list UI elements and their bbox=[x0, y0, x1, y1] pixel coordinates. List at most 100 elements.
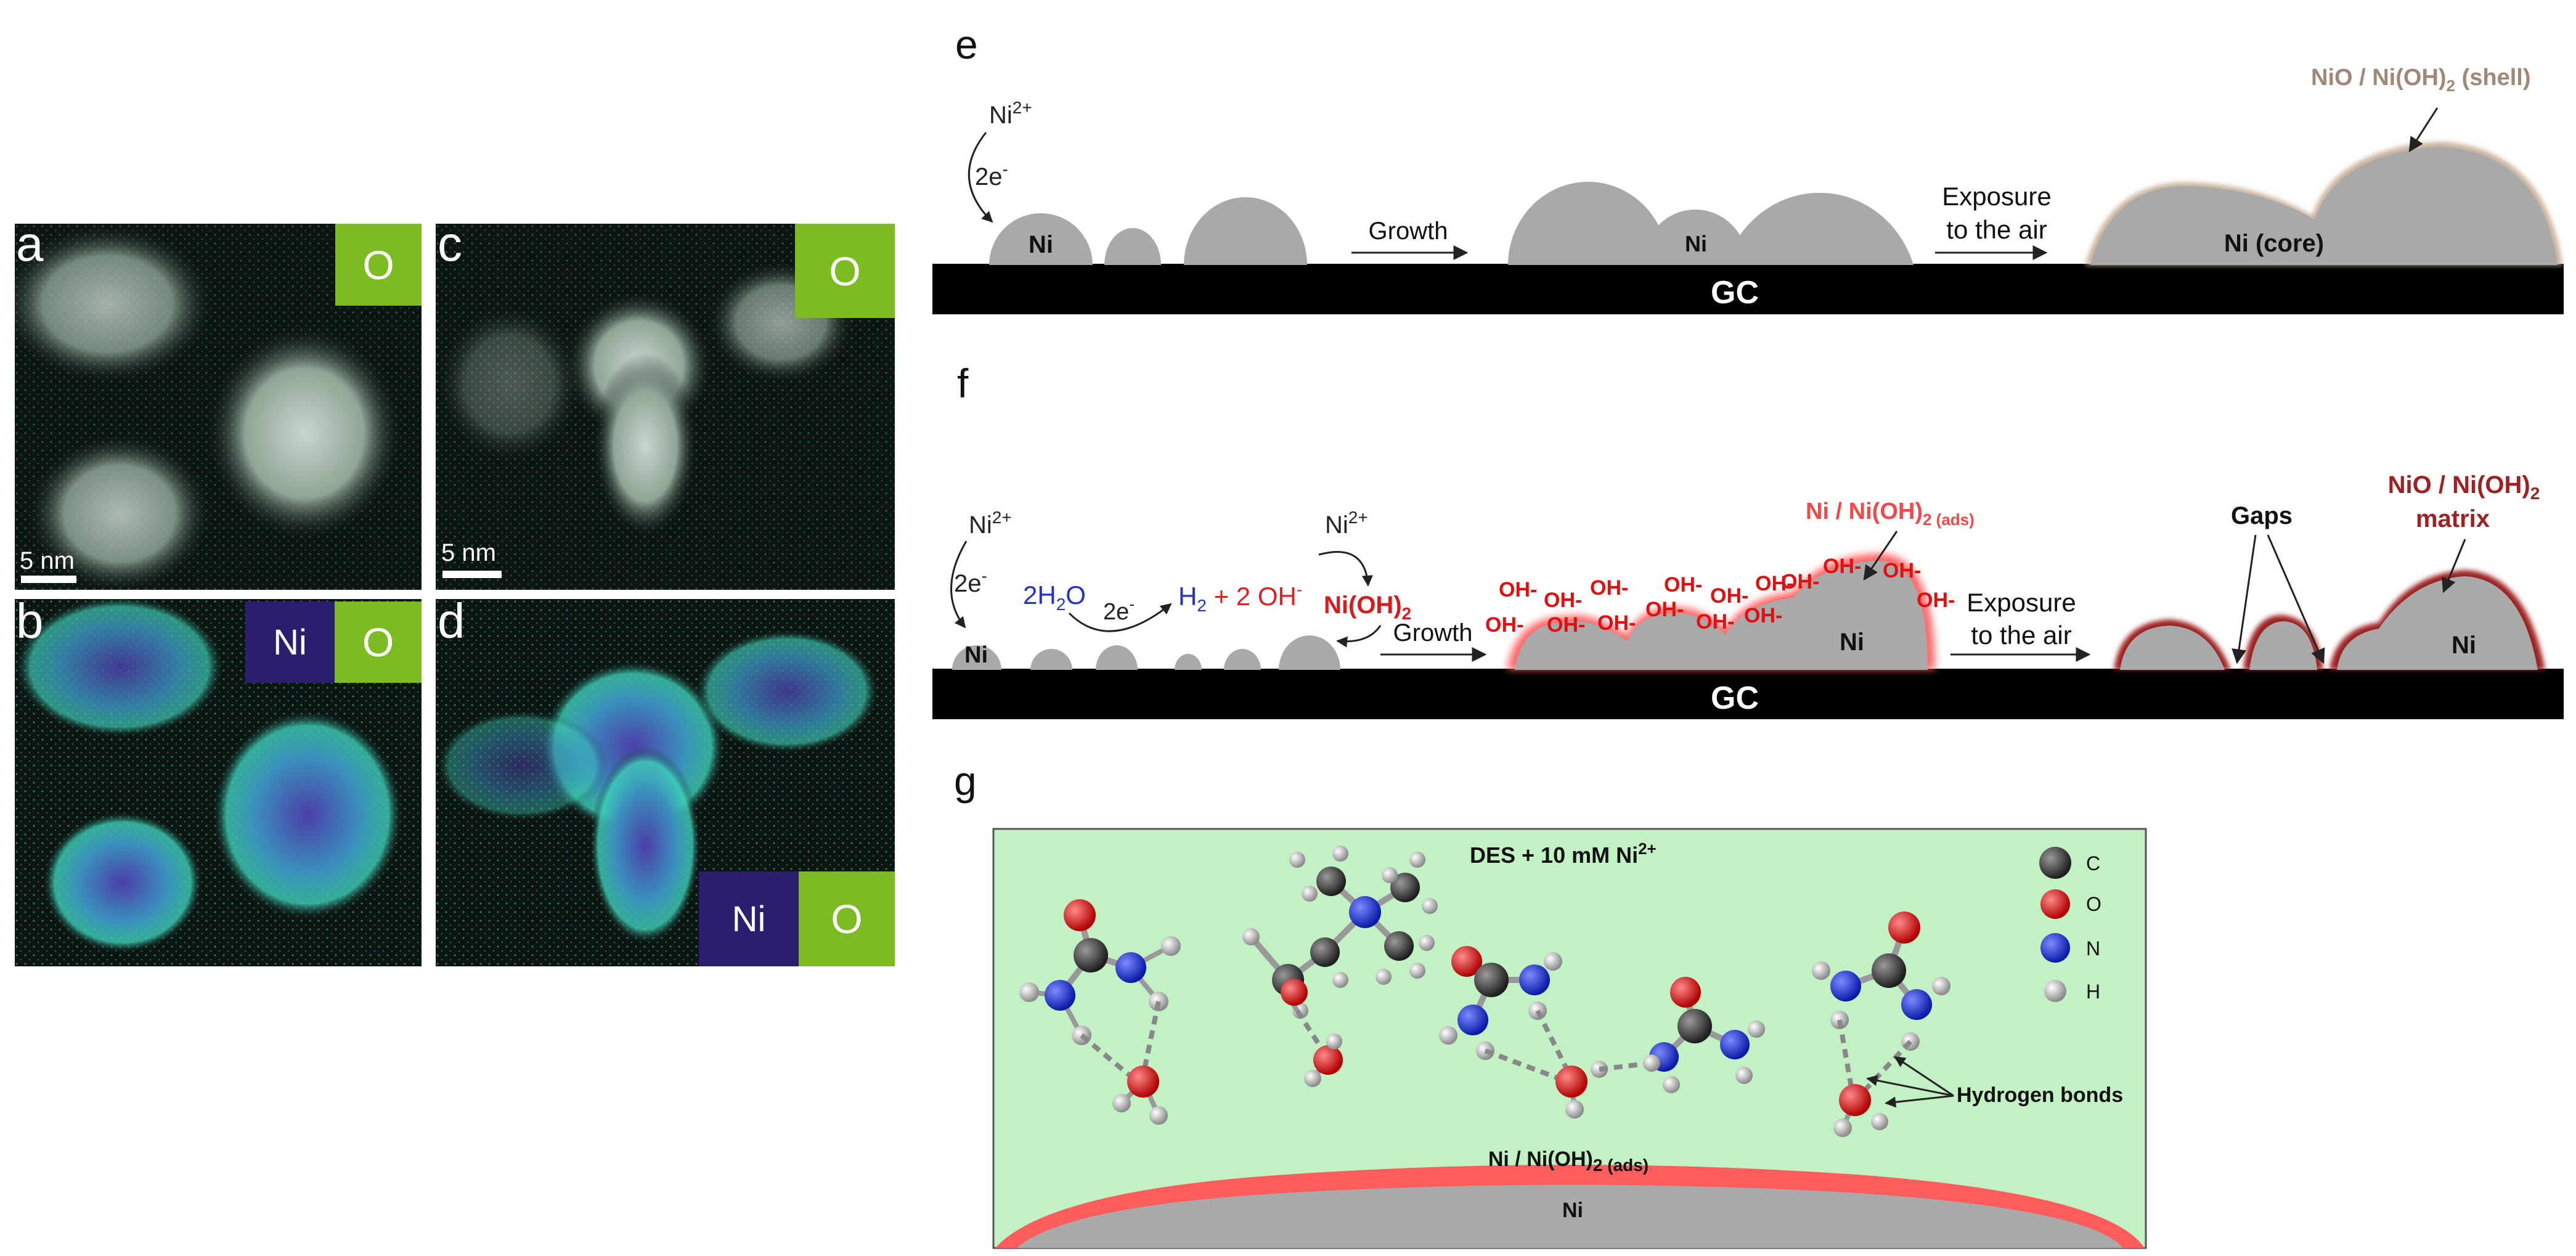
panel-f-gc-substrate bbox=[932, 669, 2564, 719]
panel-e-electrons: 2e- bbox=[975, 160, 1008, 190]
panel-b-tag-o: O bbox=[335, 601, 422, 683]
panel-g-hbond-arrow-2 bbox=[1885, 1095, 1954, 1108]
panel-f-ion: Ni2+ bbox=[969, 508, 1012, 539]
panel-f-grown-particles bbox=[1507, 553, 1935, 670]
molecule-urea-4 bbox=[1812, 911, 1950, 1051]
panel-c-label: c bbox=[438, 216, 462, 271]
panel-g-legend: C O N H bbox=[2039, 847, 2101, 1003]
oh-ion: OH- bbox=[1645, 598, 1684, 621]
panel-e-shell-arrow bbox=[2408, 107, 2439, 153]
panel-g-label: g bbox=[954, 758, 977, 804]
legend-c-label: C bbox=[2086, 852, 2100, 875]
molecule-water-3 bbox=[1484, 1009, 1652, 1119]
oh-ion: OH- bbox=[1883, 559, 1921, 582]
panel-a-scale-bar bbox=[21, 576, 76, 583]
panel-g-hbond-label: Hydrogen bonds bbox=[1957, 1083, 2123, 1107]
molecule-urea-3 bbox=[1643, 977, 1765, 1093]
panel-g-title: DES + 10 mM Ni2+ bbox=[1470, 839, 1657, 868]
panel-g-hbond-arrow-1 bbox=[1866, 1075, 1954, 1097]
oh-ion: OH- bbox=[1696, 610, 1734, 634]
panel-a-tag-o: O bbox=[335, 224, 422, 306]
oh-ion: OH- bbox=[1744, 604, 1782, 627]
panel-f-oh-ions: OH- OH- OH- OH- OH- OH- OH- OH- OH- OH- … bbox=[1485, 555, 1955, 637]
oh-ion: OH- bbox=[1917, 589, 1955, 612]
oh-ion: OH- bbox=[1823, 555, 1861, 578]
panel-f-nucleus-6 bbox=[1279, 635, 1340, 670]
panel-e-gc-substrate bbox=[932, 264, 2564, 314]
legend-n-label: N bbox=[2086, 937, 2100, 960]
legend-h-swatch bbox=[2044, 980, 2066, 1002]
panel-e-exposure-1: Exposure bbox=[1942, 182, 2051, 211]
panel-d-tag-o: O bbox=[799, 871, 895, 966]
panel-e-grown-particle-2 bbox=[1642, 210, 1748, 265]
oh-ion: OH- bbox=[1664, 573, 1702, 597]
panel-f-hydrolysis-arrow bbox=[1068, 603, 1172, 632]
panel-c-scale-bar bbox=[442, 571, 502, 578]
molecule-urea-2 bbox=[1439, 946, 1562, 1060]
legend-o-swatch bbox=[2040, 889, 2070, 919]
panel-f-electrons: 2e- bbox=[954, 566, 987, 597]
panel-e-gc-label: GC bbox=[1711, 275, 1759, 311]
oh-ion: OH- bbox=[1547, 613, 1585, 637]
oh-ion: OH- bbox=[1544, 589, 1582, 612]
oh-ion: OH- bbox=[1499, 578, 1537, 601]
panel-f-nucleus-label: Ni bbox=[964, 642, 988, 668]
oh-ion: OH- bbox=[1590, 576, 1628, 600]
panel-f-niOH: Ni(OH)2 bbox=[1324, 592, 1411, 623]
panel-e-ion: Ni2+ bbox=[989, 98, 1032, 129]
molecule-water-4 bbox=[1833, 1019, 1912, 1137]
panel-f-growth-label: Growth bbox=[1393, 619, 1473, 646]
panel-f-gc-label: GC bbox=[1711, 680, 1759, 716]
panel-e-grown-label: Ni bbox=[1685, 231, 1707, 256]
panel-e-grown-particle-1 bbox=[1508, 182, 1668, 265]
panel-f-matrix-label-1: NiO / Ni(OH)2 bbox=[2388, 471, 2540, 503]
panel-c-tag-o: O bbox=[795, 224, 895, 318]
legend-h-label: H bbox=[2086, 981, 2100, 1003]
panel-d-label: d bbox=[438, 593, 465, 648]
oh-ion: OH- bbox=[1485, 613, 1523, 637]
oh-ion: OH- bbox=[1597, 611, 1636, 635]
panel-e-nucleus-2 bbox=[1104, 228, 1161, 265]
panel-f-nucleus-5 bbox=[1224, 649, 1261, 670]
molecule-water-1 bbox=[1080, 1001, 1168, 1125]
panel-f-water: 2H2O bbox=[1023, 581, 1086, 614]
panel-f-final-label: Ni bbox=[2452, 632, 2476, 659]
panel-a-label: a bbox=[16, 216, 44, 271]
panel-f-gaps-arrow-2 bbox=[2267, 534, 2325, 664]
panel-f-matrix-particles bbox=[2114, 570, 2545, 670]
panel-f-products: H2 + 2 OH- bbox=[1178, 580, 1302, 615]
panel-e-grown-particle-3 bbox=[1726, 192, 1914, 265]
panel-e-growth-label: Growth bbox=[1369, 218, 1448, 245]
panel-f-ads-arrow bbox=[1863, 531, 1898, 581]
molecule-choline bbox=[1242, 846, 1438, 1019]
oh-ion: OH- bbox=[1755, 572, 1793, 595]
panel-f-grown-label: Ni bbox=[1840, 629, 1864, 656]
panel-e-nucleus-1 bbox=[989, 213, 1093, 265]
panel-e-nucleus-3 bbox=[1184, 197, 1307, 265]
panel-c-scale-text: 5 nm bbox=[441, 539, 496, 566]
panel-f-exposure-1: Exposure bbox=[1967, 588, 2076, 617]
panel-g-ni-surface bbox=[1017, 1185, 2123, 1248]
panel-e-reduction-arrow bbox=[968, 132, 993, 223]
panel-f-exposure-2: to the air bbox=[1971, 621, 2071, 650]
panel-e-nucleus-label: Ni bbox=[1029, 231, 1053, 258]
panel-b-tag-ni: Ni bbox=[245, 601, 335, 683]
panel-f-niOH-arrow bbox=[1318, 551, 1373, 587]
panel-f-label: f bbox=[957, 361, 969, 406]
legend-n-swatch bbox=[2040, 933, 2070, 963]
panel-f-nucleus-4 bbox=[1175, 654, 1202, 670]
panel-e-exposure-2: to the air bbox=[1946, 215, 2047, 244]
legend-o-label: O bbox=[2086, 893, 2101, 915]
molecule-water-2 bbox=[1295, 1009, 1343, 1087]
panel-f-deposit-arrow bbox=[1336, 625, 1382, 648]
panel-e-shell-label: NiO / Ni(OH)2 (shell) bbox=[2311, 65, 2530, 95]
panel-g-ni-label: Ni bbox=[1562, 1199, 1583, 1222]
panel-f-matrix-label-2: matrix bbox=[2416, 505, 2490, 532]
panel-g-ads-label: Ni / Ni(OH)2 (ads) bbox=[1488, 1148, 1649, 1175]
panel-a-scale-text: 5 nm bbox=[20, 547, 75, 574]
panel-c-map bbox=[436, 224, 895, 590]
panel-f-ads-label: Ni / Ni(OH)2 (ads) bbox=[1806, 499, 1975, 529]
oh-ion: OH- bbox=[1781, 570, 1819, 593]
panel-f-gaps-arrow-1 bbox=[2232, 534, 2257, 664]
